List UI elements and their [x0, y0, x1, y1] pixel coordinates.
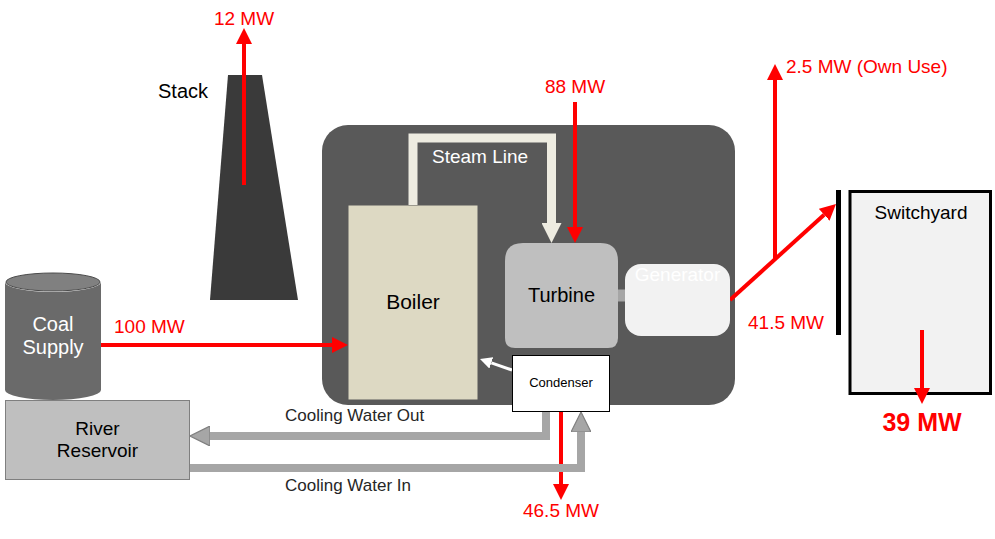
generator-shape: Generator — [625, 236, 730, 336]
box-fill — [513, 356, 610, 412]
generator-shape-outline — [625, 236, 730, 336]
output-arrow — [920, 330, 924, 388]
flow-label: Cooling Water Out — [285, 406, 424, 426]
condenser-loss-arrow — [559, 412, 563, 484]
turbine-shaft — [618, 290, 625, 302]
node-text: Coal Supply — [13, 313, 93, 359]
power-value: 88 MW — [545, 76, 605, 98]
condensate-arrow — [491, 363, 512, 370]
output-arrow-head — [914, 388, 930, 404]
energy-flow-arrow — [101, 343, 332, 347]
fuel-tank: Coal Supply — [5, 272, 101, 400]
node-text: Condenser — [529, 376, 593, 391]
flow-label: 100 MW — [114, 316, 185, 338]
power-value: 46.5 MW — [523, 500, 599, 522]
node-text: River Reservoir — [43, 418, 153, 462]
tank-body — [5, 282, 101, 400]
turbine-casing — [505, 243, 618, 348]
node-text: Turbine — [528, 284, 595, 307]
power-value: 2.5 MW (Own Use) — [786, 56, 948, 78]
tank-lid — [6, 273, 100, 291]
busbar — [836, 190, 841, 335]
condenser-box: Condenser — [512, 355, 610, 412]
box-fill — [349, 206, 478, 400]
switchyard-box: Switchyard — [836, 190, 992, 395]
generator-casing — [625, 264, 730, 336]
own-use-arrow — [773, 80, 777, 260]
reservoir-box: River Reservoir — [5, 400, 190, 480]
stack-loss-arrow — [242, 44, 246, 185]
part-name: Stack — [158, 80, 208, 103]
stack-chimney — [210, 75, 298, 300]
node-text: Generator — [635, 264, 721, 286]
node-text: Boiler — [386, 290, 440, 314]
switchyard-frame — [850, 192, 991, 394]
box-fill — [6, 401, 190, 480]
flow-label: Steam Line — [432, 146, 528, 168]
boiler-box: Boiler — [348, 205, 478, 400]
heat-input-arrow — [573, 102, 577, 227]
energy-flow-arrow — [730, 215, 824, 300]
flow-label: 41.5 MW — [748, 312, 824, 334]
power-value: 39 MW — [882, 408, 961, 437]
node-text: Switchyard — [875, 202, 968, 224]
power-value: 12 MW — [214, 8, 274, 30]
flow-label: Cooling Water In — [285, 476, 411, 496]
cooling-pipe — [190, 432, 581, 468]
turbine-shape: Turbine — [505, 243, 618, 348]
